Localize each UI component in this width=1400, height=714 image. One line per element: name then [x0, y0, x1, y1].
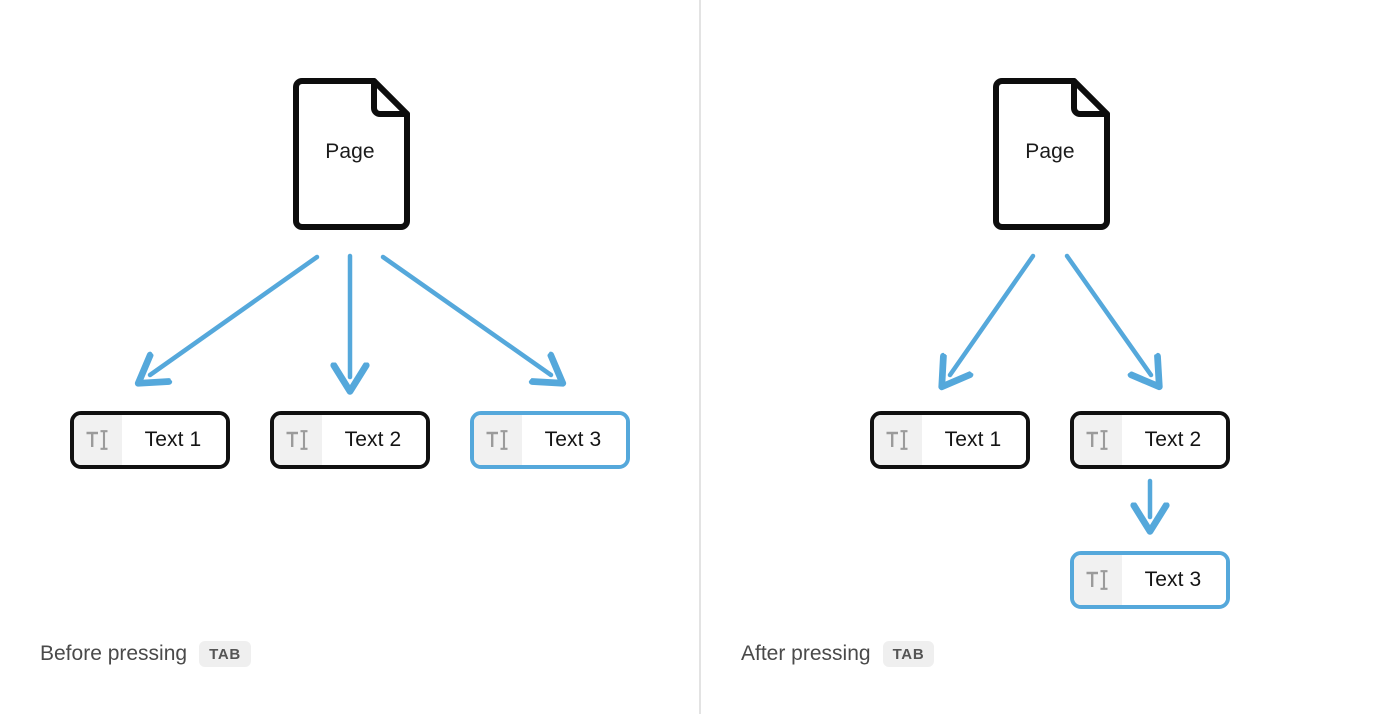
text-node-label: Text 3 [522, 415, 626, 465]
caption-after: After pressing TAB [741, 641, 935, 667]
page-icon: Page [290, 78, 410, 230]
text-cursor-icon [874, 415, 922, 465]
page-icon-label: Page [325, 140, 375, 163]
page-glyph [993, 78, 1110, 230]
text-node-label: Text 3 [1122, 555, 1226, 605]
text-node-text-2[interactable]: Text 2 [270, 411, 430, 469]
text-node-label: Text 1 [922, 415, 1026, 465]
arrow-page-to-text3-left [380, 254, 551, 375]
text-node-text-1[interactable]: Text 1 [870, 411, 1030, 469]
text-cursor-icon [74, 415, 122, 465]
text-cursor-icon [1074, 555, 1122, 605]
page-icon-label: Page [1025, 140, 1075, 163]
text-cursor-icon [1074, 415, 1122, 465]
text-node-text-2[interactable]: Text 2 [1070, 411, 1230, 469]
page-glyph [293, 78, 410, 230]
arrow-page-to-text1-right [950, 253, 1036, 375]
caption-text: Before pressing [40, 642, 188, 665]
arrow-page-to-text2-right [1064, 253, 1151, 375]
page-icon: Page [990, 78, 1110, 230]
text-node-label: Text 2 [1122, 415, 1226, 465]
caption-text: After pressing [741, 642, 871, 665]
text-node-text-1[interactable]: Text 1 [70, 411, 230, 469]
caption-before: Before pressing TAB [40, 641, 251, 667]
text-node-text-3-selected[interactable]: Text 3 [1070, 551, 1230, 609]
text-cursor-icon [274, 415, 322, 465]
text-node-label: Text 2 [322, 415, 426, 465]
panel-divider [699, 0, 701, 714]
text-node-label: Text 1 [122, 415, 226, 465]
kbd-tab-badge: TAB [199, 641, 251, 667]
arrow-page-to-text1-left [150, 254, 320, 375]
kbd-tab-badge: TAB [882, 641, 935, 667]
text-cursor-icon [474, 415, 522, 465]
text-node-text-3-selected[interactable]: Text 3 [470, 411, 630, 469]
